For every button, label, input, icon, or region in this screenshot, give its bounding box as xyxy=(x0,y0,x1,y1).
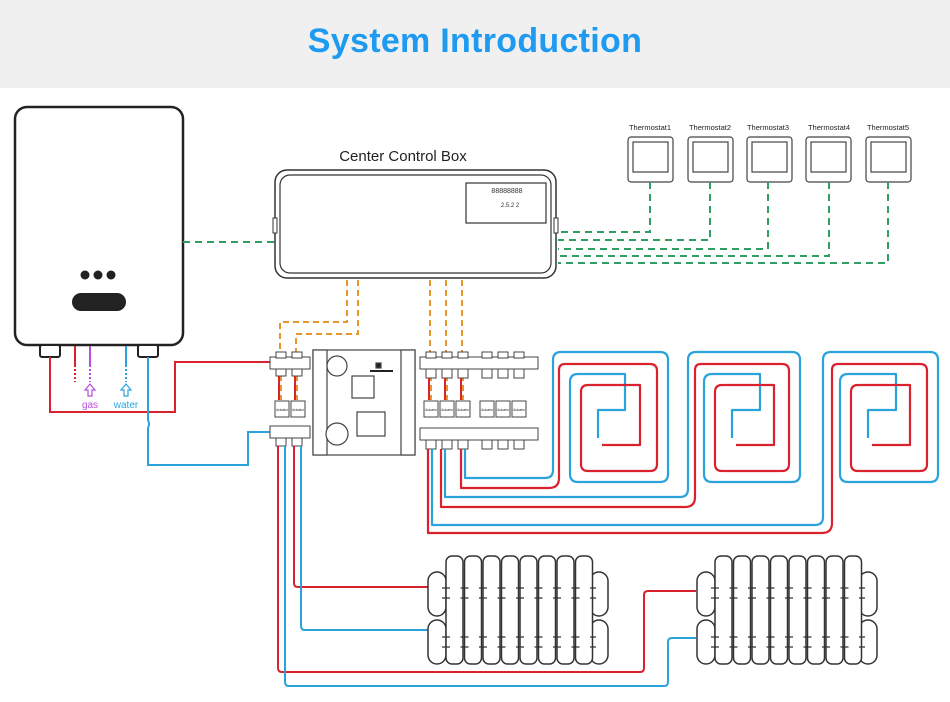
radiator-fin xyxy=(445,555,464,665)
radiator-fin xyxy=(806,555,826,665)
radiator-fin xyxy=(463,555,483,665)
radiator-fin xyxy=(537,555,557,665)
thermostat-signal-wires xyxy=(558,182,889,264)
indicator-dot xyxy=(106,270,116,280)
gas-arrow-icon xyxy=(83,383,97,397)
indicator-dot xyxy=(80,270,90,280)
actuator-label: Actuator xyxy=(276,408,289,412)
display-terminals: 88888888 xyxy=(491,188,522,195)
svg-text:Thermostat4: Thermostat4 xyxy=(808,123,850,132)
actuator-label: Actuator xyxy=(513,408,526,412)
radiator-supply-lines xyxy=(278,376,296,400)
floor-supply-lines xyxy=(428,378,462,400)
actuator-label: Actuator xyxy=(481,408,494,412)
water-arrow-icon xyxy=(119,383,133,397)
svg-text:Thermostat1: Thermostat1 xyxy=(629,123,671,132)
display-readout: 2.5.2 2 xyxy=(501,203,520,209)
actuator-label: Actuator xyxy=(292,408,305,412)
radiator-fin xyxy=(556,555,575,665)
radiator-fin xyxy=(714,555,733,665)
water-label: water xyxy=(113,400,139,411)
thermostats: Thermostat1 Thermostat2 Thermostat3 Ther… xyxy=(627,123,912,183)
svg-text:Thermostat5: Thermostat5 xyxy=(867,123,909,132)
svg-text:Thermostat3: Thermostat3 xyxy=(747,123,789,132)
thermostat-1: Thermostat1 xyxy=(627,123,674,183)
gas-label: gas xyxy=(82,400,98,411)
header-banner xyxy=(0,0,950,88)
floor-heating-manifold xyxy=(419,351,539,450)
radiators xyxy=(427,555,878,665)
radiator-fin xyxy=(574,555,594,665)
control-box-label: Center Control Box xyxy=(339,148,467,165)
underfloor-heating-loops xyxy=(426,350,940,535)
center-control-box: Center Control Box 88888888 2.5.2 2 xyxy=(272,148,559,279)
actuator-label: Actuator xyxy=(441,408,454,412)
radiator-1 xyxy=(427,555,609,665)
page-title: System Introduction xyxy=(307,22,643,60)
radiator-fin xyxy=(500,555,520,665)
actuator-label: Actuator xyxy=(457,408,470,412)
actuator-power-wires xyxy=(279,280,464,400)
boiler-inlets: gas water xyxy=(74,346,139,411)
radiator-pipes xyxy=(277,446,696,687)
radiator-fin xyxy=(769,555,789,665)
radiator-2 xyxy=(696,555,878,665)
radiator-fin xyxy=(843,555,863,665)
svg-text:Thermostat2: Thermostat2 xyxy=(689,123,731,132)
thermostat-4: Thermostat4 xyxy=(805,123,852,183)
control-box-display xyxy=(465,182,547,224)
boiler-return-pipe xyxy=(147,357,280,466)
boiler-display xyxy=(72,293,126,311)
thermostat-3: Thermostat3 xyxy=(746,123,793,183)
actuator-label: Actuator xyxy=(425,408,438,412)
radiator-fin xyxy=(788,555,807,665)
radiator-fin xyxy=(732,555,752,665)
radiator-fin xyxy=(519,555,538,665)
indicator-dot xyxy=(93,270,103,280)
boiler-supply-pipe xyxy=(49,357,280,413)
pump-mixing-unit xyxy=(312,349,416,456)
radiator-manifold xyxy=(269,351,311,447)
boiler xyxy=(13,105,185,358)
radiator-fin xyxy=(825,555,844,665)
thermostat-5: Thermostat5 xyxy=(865,123,912,183)
radiator-fin xyxy=(751,555,770,665)
thermostat-2: Thermostat2 xyxy=(687,123,734,183)
actuator-label: Actuator xyxy=(497,408,510,412)
radiator-fin xyxy=(482,555,501,665)
